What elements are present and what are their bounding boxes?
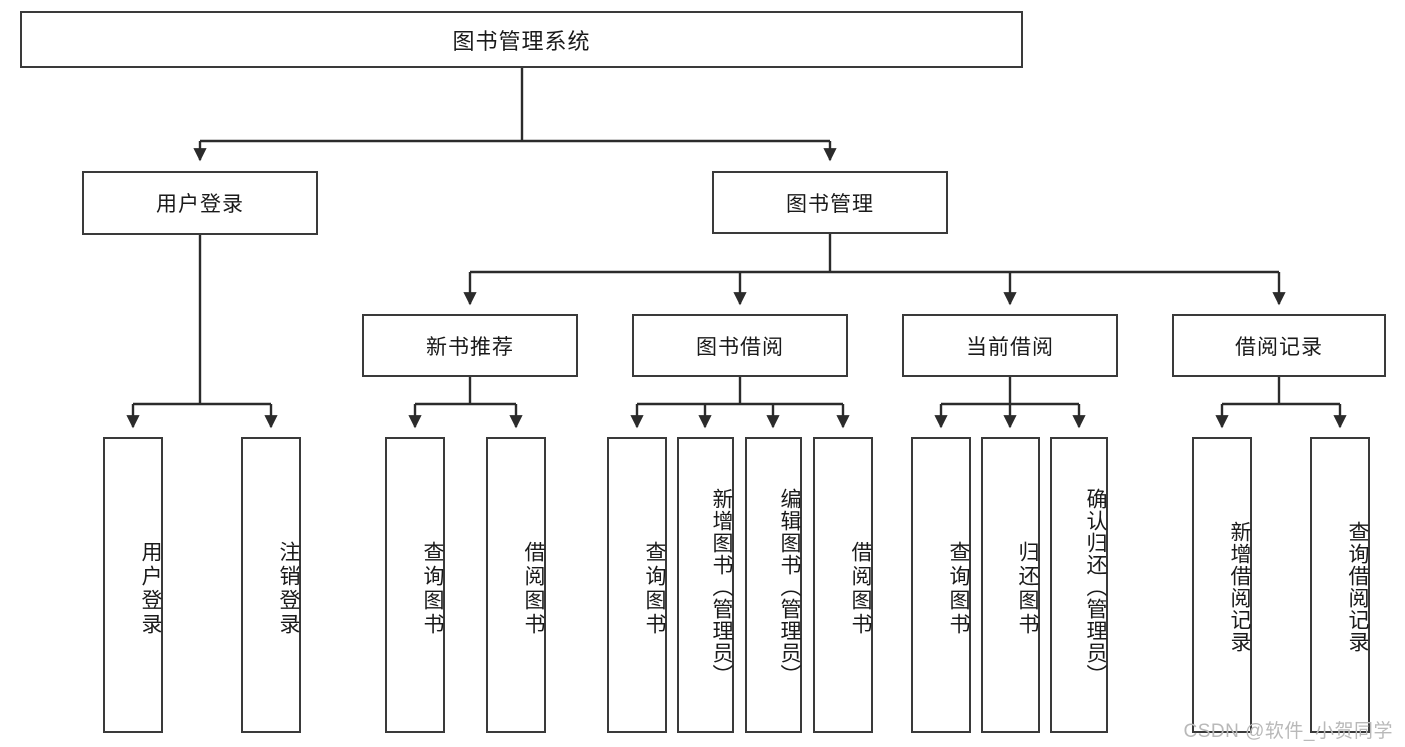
leaf-add-record[interactable]: 新增借阅记录 <box>1192 437 1252 733</box>
node-current-borrow[interactable]: 当前借阅 <box>902 314 1118 377</box>
leaf-user-logout[interactable]: 注销登录 <box>241 437 301 733</box>
node-book-borrow[interactable]: 图书借阅 <box>632 314 848 377</box>
node-book-manage[interactable]: 图书管理 <box>712 171 948 234</box>
leaf-borrow-book-2[interactable]: 借阅图书 <box>813 437 873 733</box>
leaf-query-book-3[interactable]: 查询图书 <box>911 437 971 733</box>
leaf-return-book[interactable]: 归还图书 <box>981 437 1040 733</box>
node-root[interactable]: 图书管理系统 <box>20 11 1023 68</box>
leaf-query-record[interactable]: 查询借阅记录 <box>1310 437 1370 733</box>
leaf-query-book-1[interactable]: 查询图书 <box>385 437 445 733</box>
node-user-login[interactable]: 用户登录 <box>82 171 318 235</box>
node-new-book-recommend[interactable]: 新书推荐 <box>362 314 578 377</box>
leaf-confirm-return[interactable]: 确认归还（管理员） <box>1050 437 1108 733</box>
leaf-add-book[interactable]: 新增图书（管理员） <box>677 437 734 733</box>
watermark-text: CSDN @软件_小贺同学 <box>1183 721 1393 742</box>
node-borrow-record[interactable]: 借阅记录 <box>1172 314 1386 377</box>
leaf-borrow-book-1[interactable]: 借阅图书 <box>486 437 546 733</box>
leaf-edit-book[interactable]: 编辑图书（管理员） <box>745 437 802 733</box>
leaf-query-book-2[interactable]: 查询图书 <box>607 437 667 733</box>
leaf-user-login[interactable]: 用户登录 <box>103 437 163 733</box>
